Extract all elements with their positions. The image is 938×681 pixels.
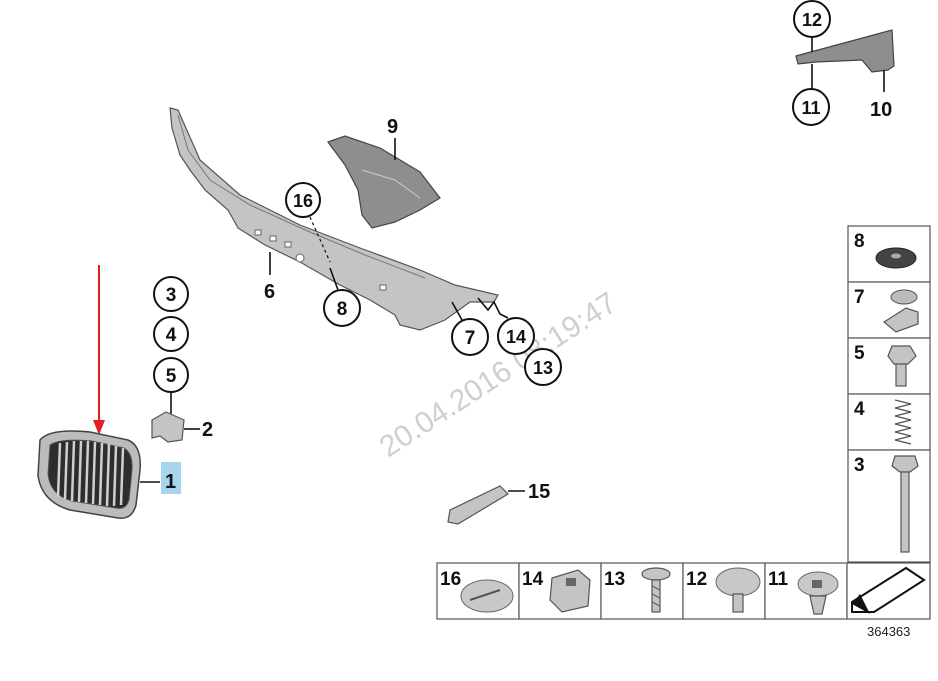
bottom-label-12: 12 — [686, 569, 707, 590]
svg-text:4: 4 — [166, 325, 177, 346]
side-label-3: 3 — [854, 455, 865, 476]
callout-12[interactable]: 12 — [793, 0, 831, 38]
clip-nut-icon[interactable] — [882, 289, 919, 333]
seal-strip-part-15[interactable] — [447, 485, 509, 525]
svg-text:13: 13 — [533, 358, 553, 378]
svg-text:16: 16 — [293, 191, 313, 211]
callout-6[interactable]: 6 — [264, 281, 275, 303]
callout-10[interactable]: 10 — [870, 99, 892, 121]
callout-4[interactable]: 4 — [153, 316, 189, 352]
callout-2[interactable]: 2 — [202, 419, 213, 441]
callout-8[interactable]: 8 — [323, 289, 361, 327]
callout-1[interactable]: 1 — [165, 471, 176, 493]
bottom-label-14: 14 — [522, 569, 544, 590]
direction-arrow-icon — [851, 566, 926, 614]
callout-5[interactable]: 5 — [153, 357, 189, 393]
screw-icon[interactable] — [641, 567, 671, 613]
deflector-part-9[interactable] — [327, 135, 441, 229]
plug-icon[interactable] — [887, 345, 917, 387]
svg-text:8: 8 — [337, 299, 348, 320]
svg-text:14: 14 — [506, 327, 526, 347]
callout-14[interactable]: 14 — [497, 317, 535, 355]
callout-13[interactable]: 13 — [524, 348, 562, 386]
spring-icon[interactable] — [894, 399, 912, 445]
svg-text:3: 3 — [166, 285, 177, 306]
bolt-icon[interactable] — [891, 455, 919, 553]
svg-text:11: 11 — [801, 98, 820, 118]
cowl-panel-part[interactable] — [169, 107, 499, 331]
callout-3[interactable]: 3 — [153, 276, 189, 312]
callout-7[interactable]: 7 — [451, 318, 489, 356]
rivet-icon[interactable] — [715, 567, 761, 613]
side-label-5: 5 — [854, 343, 865, 364]
reference-number: 364363 — [867, 624, 910, 639]
callout-9[interactable]: 9 — [387, 116, 398, 138]
side-label-4: 4 — [854, 399, 865, 420]
svg-text:12: 12 — [802, 10, 822, 30]
red-arrow-indicator — [93, 265, 105, 435]
washer-icon[interactable] — [875, 247, 917, 269]
cap-icon[interactable] — [460, 579, 514, 613]
callout-1-highlight[interactable] — [161, 462, 181, 494]
bottom-label-13: 13 — [604, 569, 625, 590]
svg-text:7: 7 — [465, 328, 476, 349]
side-parts-panel — [847, 225, 931, 563]
callout-11[interactable]: 11 — [792, 88, 830, 126]
bracket-part-10[interactable] — [795, 29, 895, 73]
side-label-8: 8 — [854, 231, 865, 252]
bracket-part-2[interactable] — [151, 411, 185, 443]
callout-15[interactable]: 15 — [528, 481, 550, 503]
expansion-nut-icon[interactable] — [797, 571, 839, 615]
kidney-grille-part[interactable] — [37, 430, 141, 519]
callout-16[interactable]: 16 — [285, 182, 321, 218]
clip-icon[interactable] — [549, 569, 591, 613]
bottom-label-11: 11 — [768, 569, 789, 590]
svg-text:5: 5 — [166, 366, 177, 387]
side-label-7: 7 — [854, 287, 865, 308]
bottom-label-16: 16 — [440, 569, 461, 590]
